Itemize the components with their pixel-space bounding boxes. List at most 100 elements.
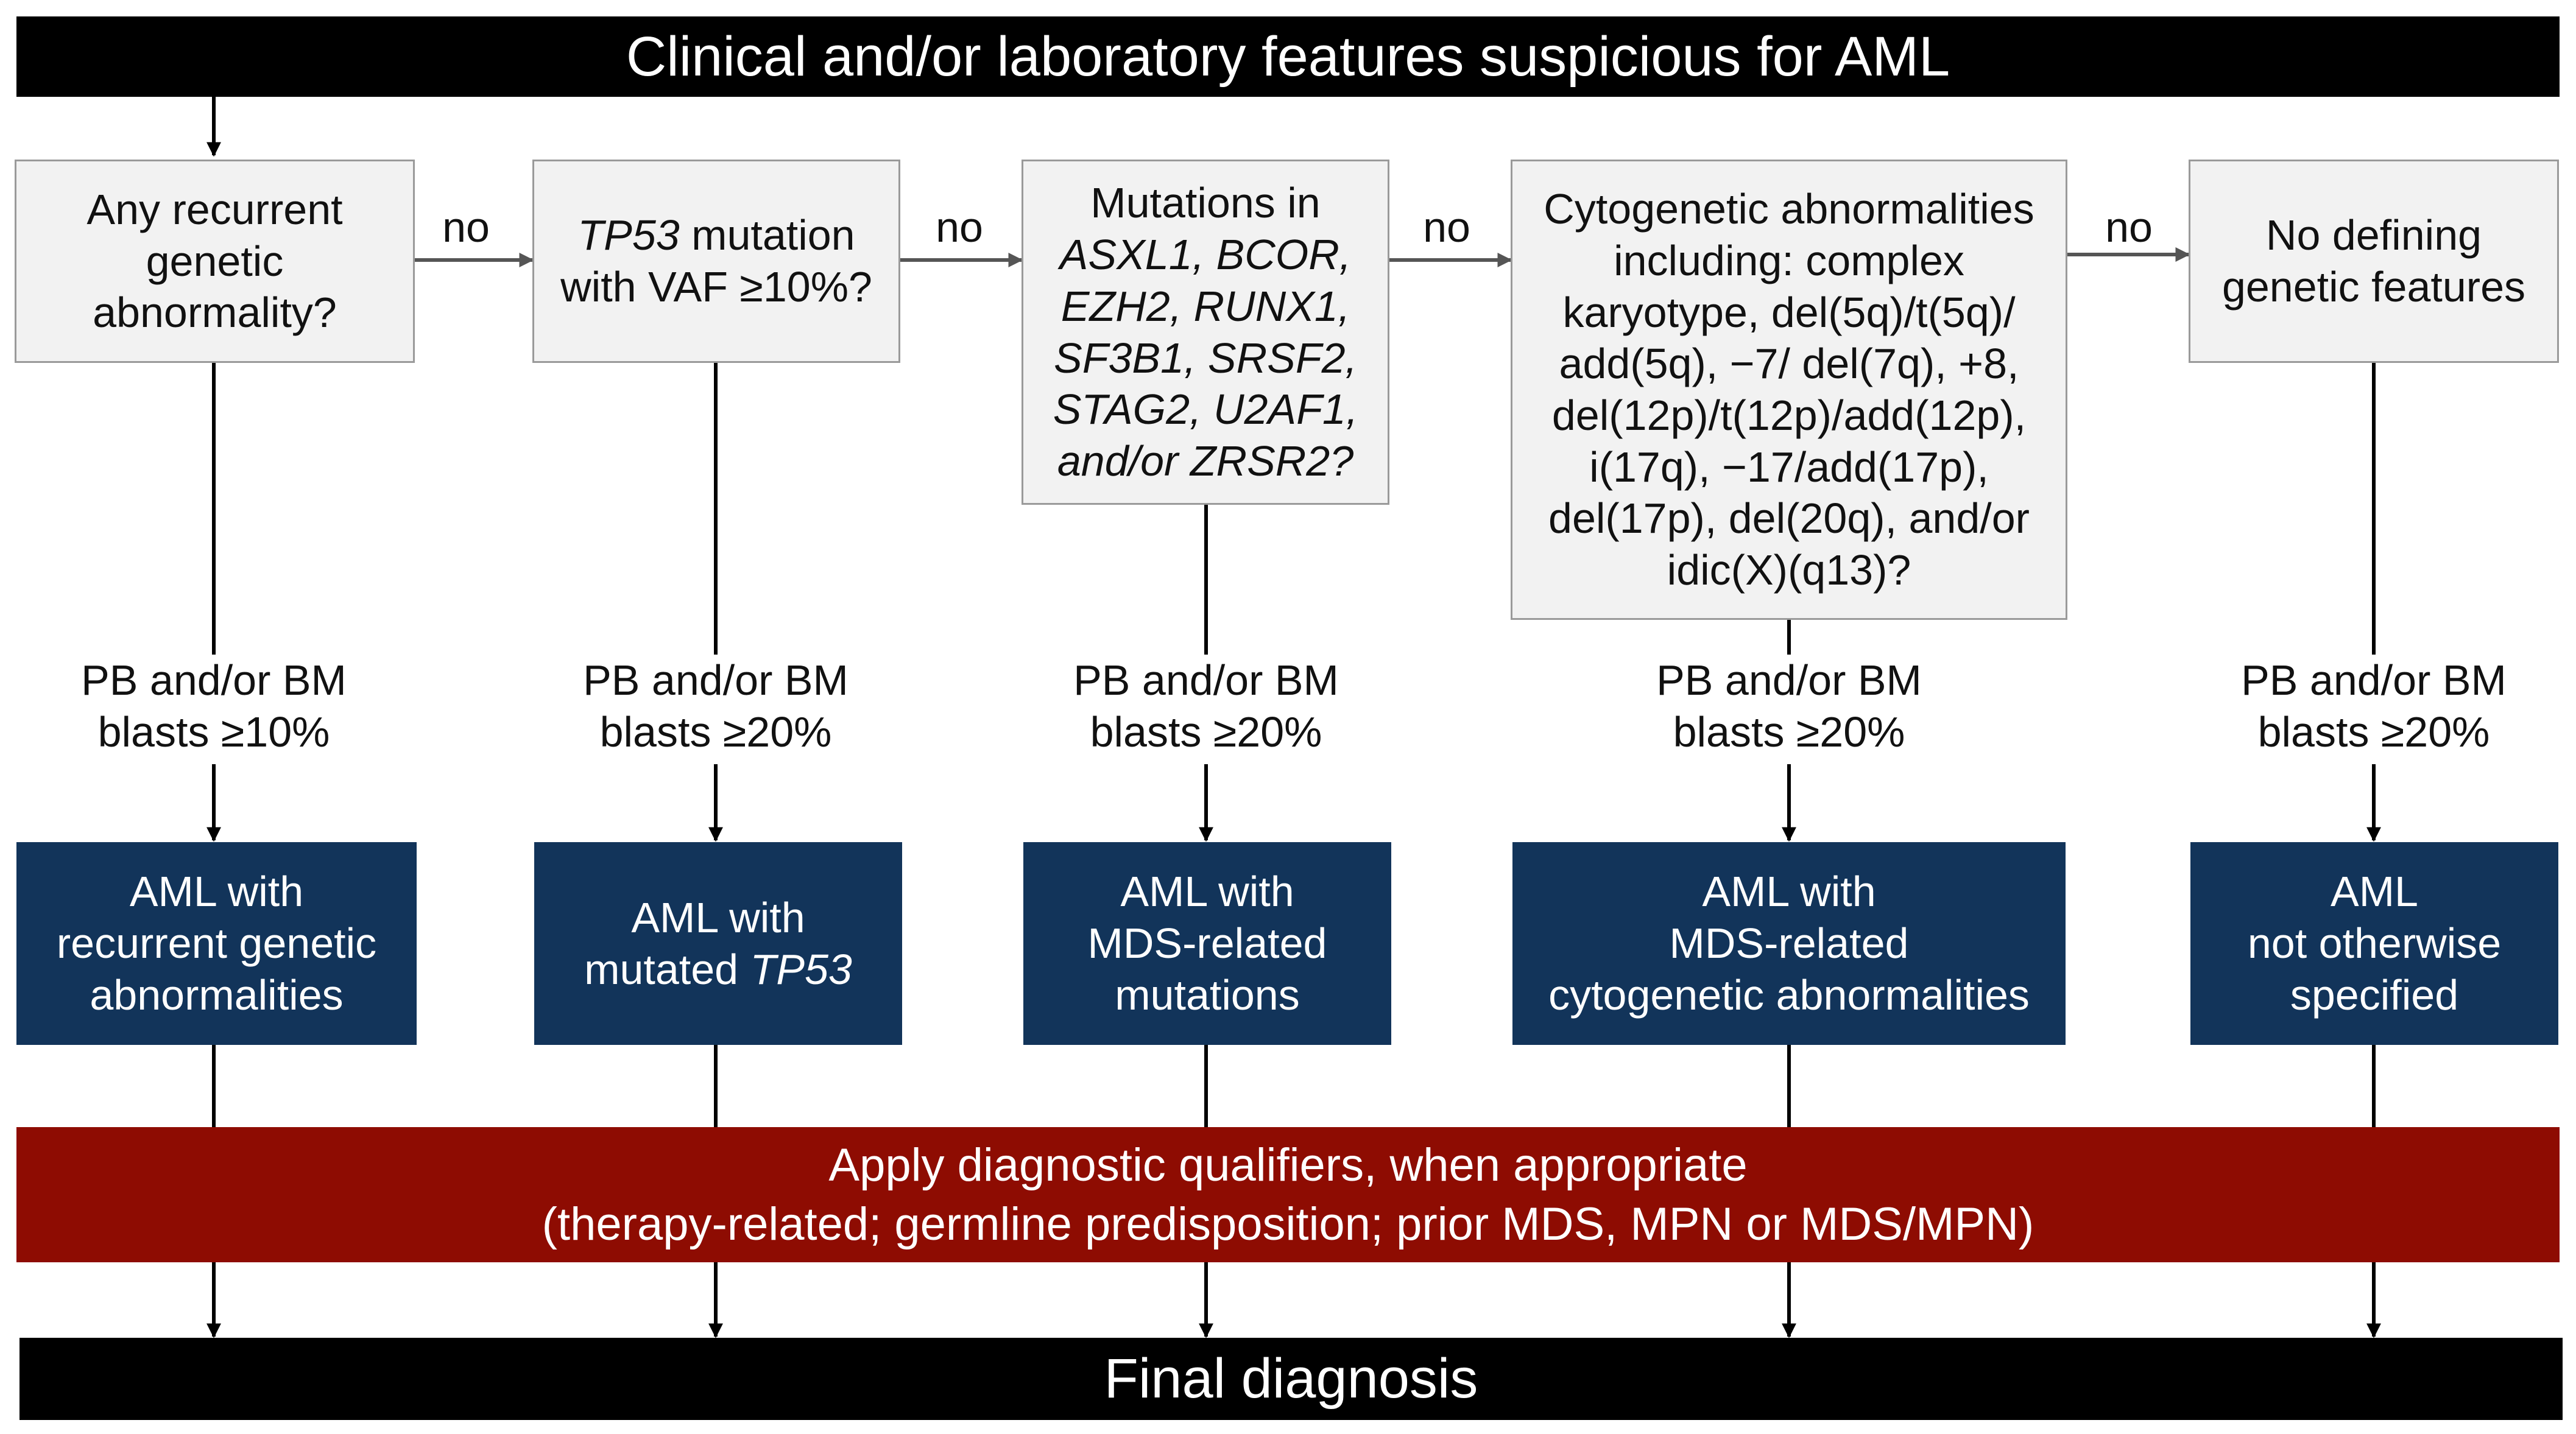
diagnosis-line: cytogenetic abnormalities <box>1548 969 2030 1021</box>
text-segment: MDS-related <box>1669 919 1909 968</box>
gene-name: EZH2, RUNX1, <box>1060 282 1350 330</box>
final-diagnosis-bar: Final diagnosis <box>19 1338 2563 1420</box>
text-segment: mutated <box>584 945 750 993</box>
diagnosis-line: AML <box>2248 866 2501 918</box>
blast-criterion-line: PB and/or BM <box>583 656 849 704</box>
qualifier-list: (therapy-related; germline predispositio… <box>542 1198 2034 1250</box>
qualifier-heading: Apply diagnostic qualifiers, when approp… <box>828 1139 1748 1191</box>
text-segment: Cytogenetic abnormalities <box>1544 185 2034 233</box>
question-line: ASXL1, BCOR, <box>1053 229 1358 281</box>
blast-criterion: PB and/or BM blasts ≥20% <box>1054 655 1358 758</box>
text-segment: genetic features <box>2221 263 2526 311</box>
blast-criterion: PB and/or BM blasts ≥20% <box>2221 655 2526 758</box>
header-title: Clinical and/or laboratory features susp… <box>626 25 1950 88</box>
diagnosis-line: mutations <box>1088 969 1327 1021</box>
question-line: del(12p)/t(12p)/add(12p), <box>1544 390 2034 441</box>
question-line: Mutations in <box>1053 177 1358 229</box>
diagnosis-line: mutated TP53 <box>584 944 852 996</box>
final-diagnosis-title: Final diagnosis <box>1104 1348 1478 1410</box>
question-line: i(17q), −17/add(17p), <box>1544 441 2034 493</box>
diagnosis-line: specified <box>2248 969 2501 1021</box>
qualifier-bar: Apply diagnostic qualifiers, when approp… <box>16 1127 2560 1262</box>
question-line: No defining <box>2222 209 2525 261</box>
blast-criterion-line: blasts ≥20% <box>599 708 832 756</box>
text-segment: cytogenetic abnormalities <box>1548 971 2030 1019</box>
gene-name: SF3B1, SRSF2, <box>1054 334 1357 382</box>
blast-criterion: PB and/or BM blasts ≥20% <box>563 655 868 758</box>
text-segment: Any recurrent <box>86 185 343 233</box>
question-line: STAG2, U2AF1, <box>1053 384 1358 435</box>
text-segment: No defining <box>2265 211 2482 259</box>
question-line: add(5q), −7/ del(7q), +8, <box>1544 338 2034 390</box>
blast-criterion-line: blasts ≥20% <box>1673 708 1905 756</box>
text-segment: abnormalities <box>90 971 344 1019</box>
text-segment: AML with <box>1702 868 1876 916</box>
question-line: genetic features <box>2222 261 2525 313</box>
no-label: no <box>442 203 490 251</box>
text-segment: specified <box>2290 971 2459 1019</box>
question-line: Any recurrent <box>86 184 342 236</box>
no-label: no <box>936 203 983 251</box>
text-segment: AML <box>2331 868 2418 916</box>
question-line: abnormality? <box>86 287 342 339</box>
text-segment: add(5q), −7/ del(7q), +8, <box>1559 340 2019 388</box>
gene-name: TP53 <box>750 945 852 993</box>
text-segment: AML with <box>631 893 805 941</box>
diagnosis-line: AML with <box>584 892 852 944</box>
text-segment: i(17q), −17/add(17p), <box>1589 443 1989 491</box>
blast-criterion-line: blasts ≥20% <box>2257 708 2490 756</box>
no-label: no <box>2105 203 2153 251</box>
text-segment: abnormality? <box>93 289 337 337</box>
diagnosis-line: AML with <box>1548 866 2030 918</box>
text-segment: idic(X)(q13)? <box>1667 546 1911 594</box>
diagnosis-line: not otherwise <box>2248 918 2501 969</box>
gene-name: TP53 <box>577 211 680 259</box>
no-label: no <box>1423 203 1470 251</box>
diagnosis-line: MDS-related <box>1088 918 1327 969</box>
diagnosis-line: AML with <box>57 866 376 918</box>
question-line: idic(X)(q13)? <box>1544 544 2034 596</box>
question-line: SF3B1, SRSF2, <box>1053 332 1358 384</box>
blast-criterion: PB and/or BM blasts ≥20% <box>1637 655 1941 758</box>
question-line: genetic <box>86 236 342 287</box>
text-segment: not otherwise <box>2247 919 2502 968</box>
blast-criterion-line: PB and/or BM <box>81 656 347 704</box>
text-segment: del(12p)/t(12p)/add(12p), <box>1551 392 2027 439</box>
text-segment: including: complex <box>1614 236 1964 284</box>
question-line: karyotype, del(5q)/t(5q)/ <box>1544 287 2034 339</box>
diagnosis-line: abnormalities <box>57 969 376 1021</box>
question-line: Cytogenetic abnormalities <box>1544 183 2034 235</box>
question-line: del(17p), del(20q), and/or <box>1544 493 2034 544</box>
text-segment: mutations <box>1115 971 1300 1019</box>
text-segment: MDS-related <box>1087 919 1327 968</box>
diagnosis-line: recurrent genetic <box>57 918 376 969</box>
question-line: and/or ZRSR2? <box>1053 435 1358 487</box>
blast-criterion-line: PB and/or BM <box>1073 656 1339 704</box>
diagnosis-line: AML with <box>1088 866 1327 918</box>
blast-criterion-line: PB and/or BM <box>2241 656 2507 704</box>
blast-criterion: PB and/or BM blasts ≥10% <box>62 655 366 758</box>
text-segment: AML with <box>129 868 304 916</box>
gene-name: ASXL1, BCOR, <box>1059 231 1352 279</box>
gene-name: STAG2, U2AF1, <box>1053 385 1358 434</box>
diagnosis-line: MDS-related <box>1548 918 2030 969</box>
question-line: EZH2, RUNX1, <box>1053 281 1358 332</box>
gene-name: and/or ZRSR2? <box>1057 437 1354 485</box>
text-segment: recurrent genetic <box>56 919 377 968</box>
